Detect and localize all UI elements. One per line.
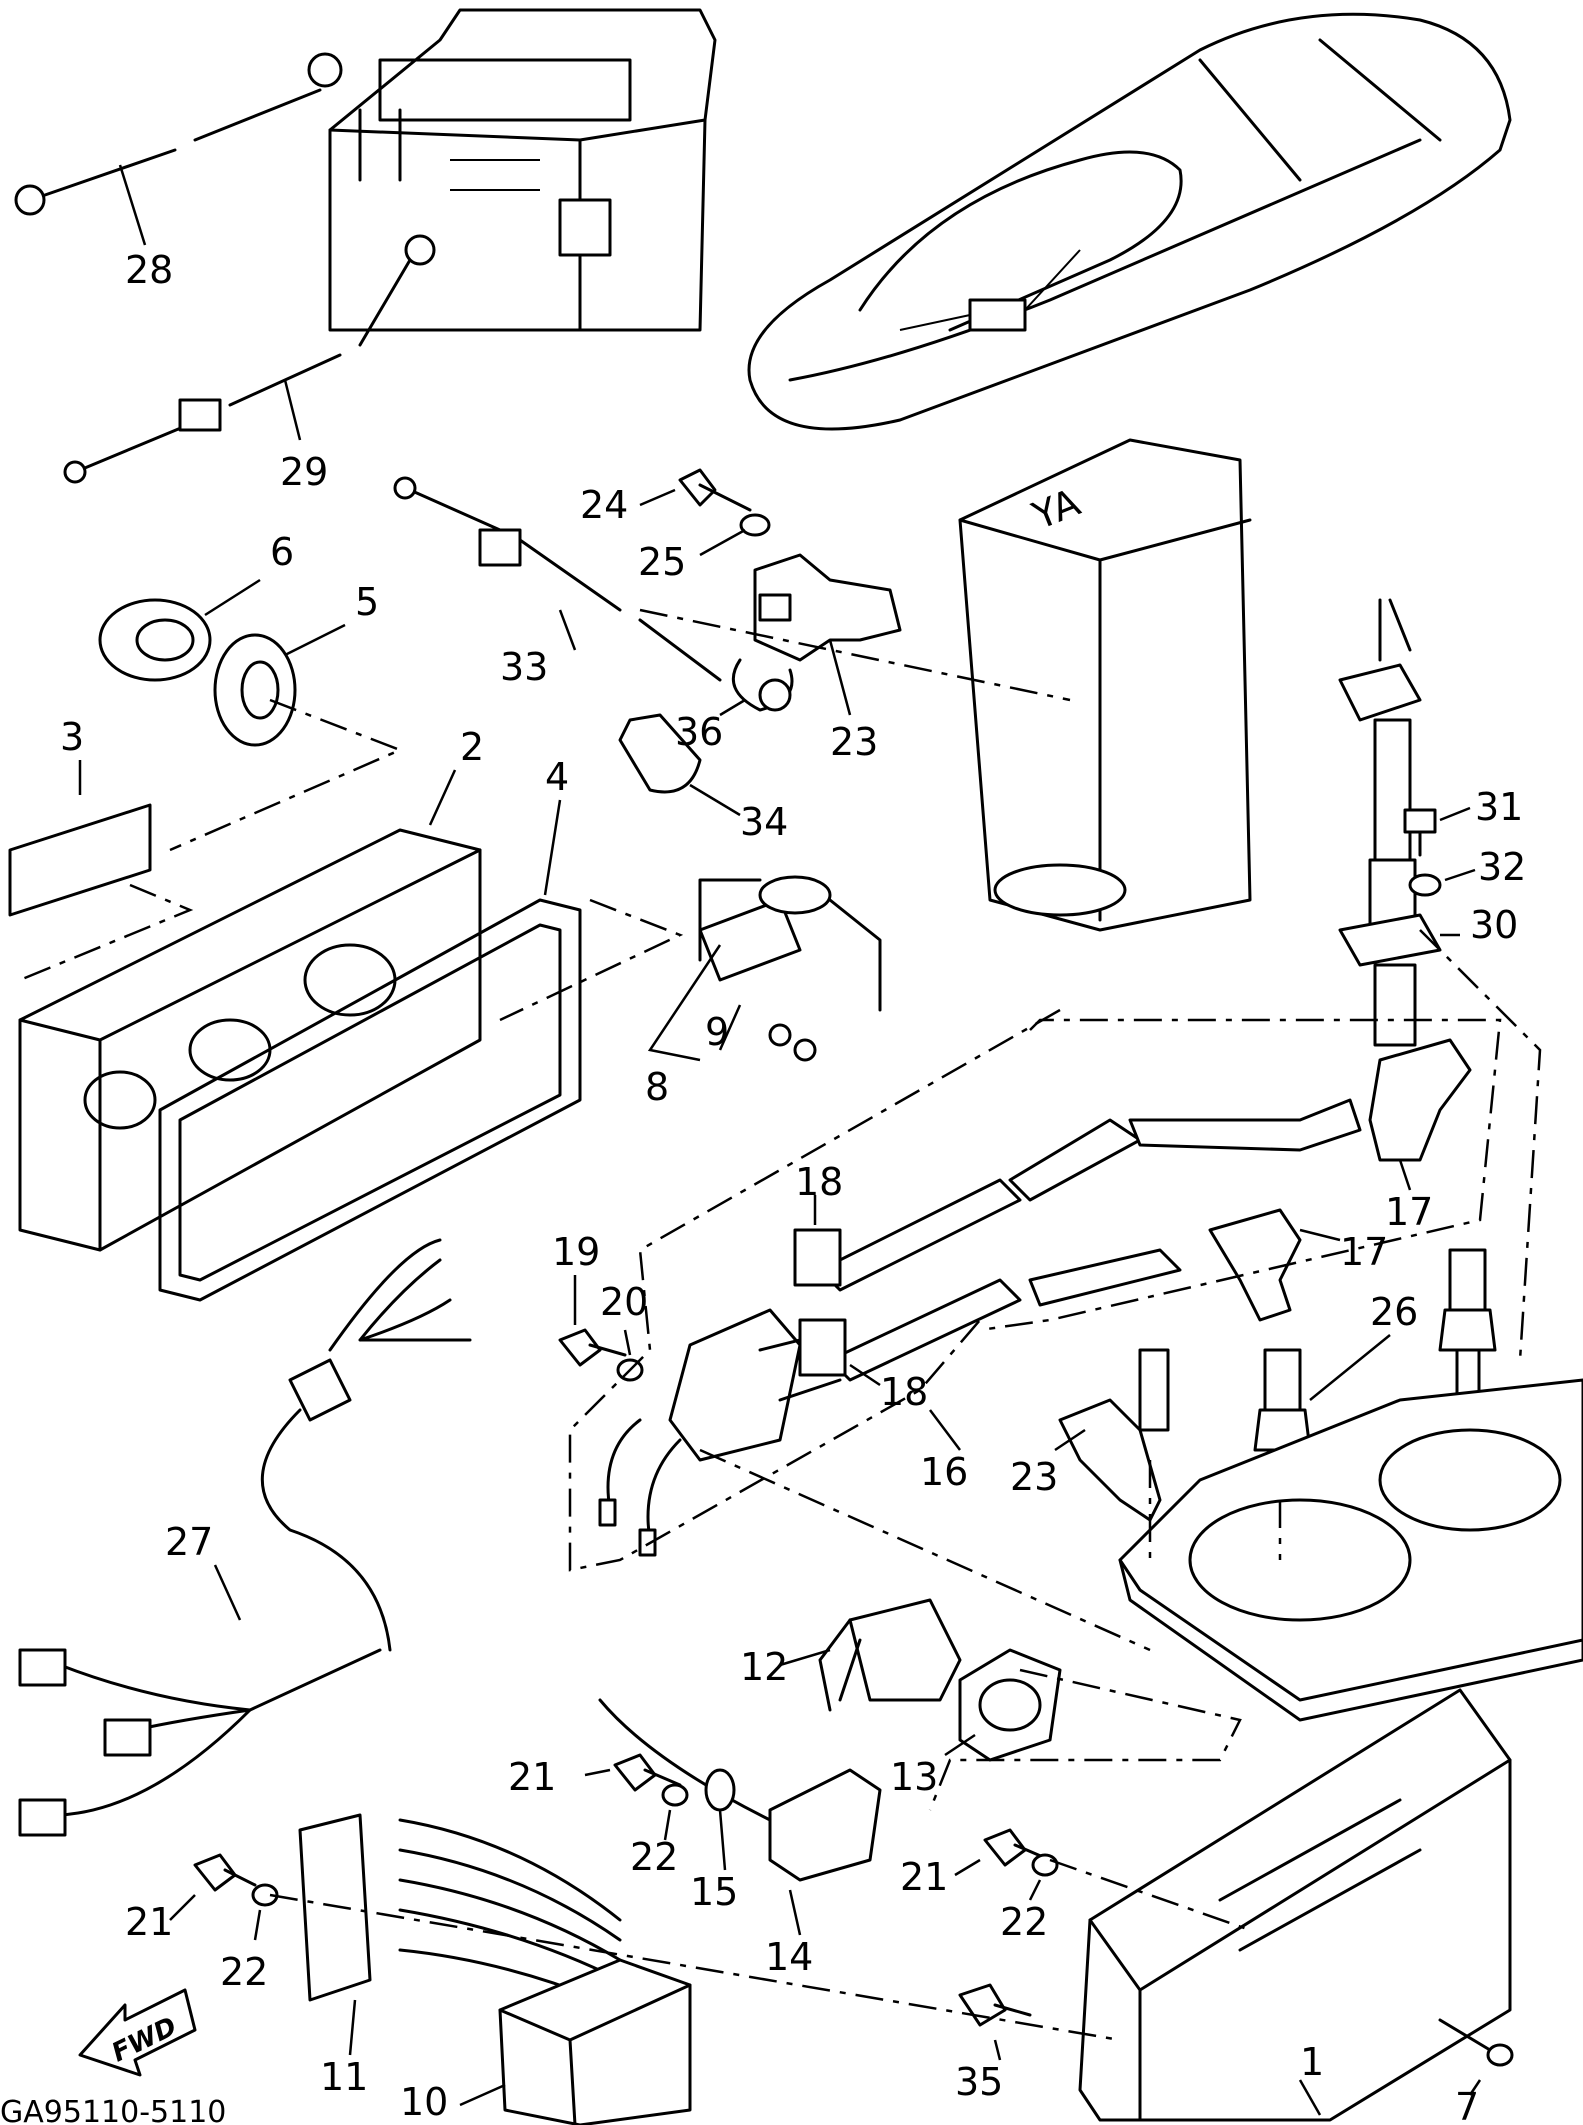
part-5-gasket [213,623,346,747]
part-27-wire-harness [18,1238,472,1837]
callout-23a: 23 [830,720,878,764]
part-19-bolt [558,1275,627,1367]
callout-18a: 18 [795,1160,843,1204]
callout-29: 29 [280,450,328,494]
callout-28: 28 [125,248,173,292]
callout-21b: 21 [900,1855,948,1899]
callout-32: 32 [1478,845,1526,889]
part-32-washer [1408,868,1476,897]
part-8-9-fuse-holder [647,875,882,1062]
watercraft-hull [747,12,1512,431]
part-15-clamp [704,1768,736,1871]
part-4-gasket [158,799,582,1302]
callout-9: 9 [705,1010,729,1054]
part-12-relay [779,1598,962,1712]
part-29-battery-cable [63,234,436,484]
callout-10: 10 [400,2080,448,2124]
callout-21c: 21 [125,1900,173,1944]
figure-code: GA95110-5110 [0,2095,226,2125]
part-21-bolt [169,1753,1052,1921]
part-17-plug-cap [1208,1038,1472,1322]
callout-20: 20 [600,1280,648,1324]
callout-25: 25 [638,540,686,584]
callout-3: 3 [60,715,84,759]
callout-22a: 22 [630,1835,678,1879]
callout-16: 16 [920,1450,968,1494]
part-18-clip [793,1195,881,1387]
callout-8: 8 [645,1065,669,1109]
callout-34: 34 [740,800,788,844]
cylinder-head [1118,1378,1583,1722]
callout-1: 1 [1300,2040,1324,2084]
part-34-clip-band [618,713,741,817]
callout-22b: 22 [1000,1900,1048,1944]
part-23-bracket-upper [753,553,902,716]
part-3-label [8,760,152,917]
callout-30: 30 [1470,903,1518,947]
callout-13: 13 [890,1755,938,1799]
callout-21a: 21 [508,1755,556,1799]
part-31-screw [1403,806,1471,857]
callout-36: 36 [675,710,723,754]
part-1-ecu-box [1078,1688,1512,2122]
part-7-screw [1438,2018,1514,2096]
part-10-cover [459,1958,692,2125]
part-2-cover [18,769,482,1252]
callout-31: 31 [1475,785,1523,829]
callout-23b: 23 [1010,1455,1058,1499]
callout-17a: 17 [1385,1190,1433,1234]
part-6-cap [98,578,261,682]
callout-27: 27 [165,1520,213,1564]
callout-labels: 1 2 3 4 5 6 7 8 9 10 11 12 13 14 15 16 1… [60,248,1526,2125]
callout-14: 14 [765,1935,813,1979]
hv-leads [818,1098,1362,1382]
part-33-wire-harness [393,476,722,682]
part-14-rectifier [598,1698,882,1936]
part-36-clamp [719,658,794,717]
battery [328,8,717,332]
engine-air-box: YA [958,438,1252,932]
callout-5: 5 [355,580,379,624]
callout-17b: 17 [1340,1230,1388,1274]
fwd-arrow: FWD [78,1988,197,2077]
part-24-bolt [639,468,752,512]
callout-18b: 18 [880,1370,928,1414]
callout-7: 7 [1455,2085,1479,2125]
callout-12: 12 [740,1645,788,1689]
callout-11: 11 [320,2055,368,2099]
callout-19: 19 [552,1230,600,1274]
callout-4: 4 [545,755,569,799]
assembly-reference-lines [19,608,1542,2042]
callout-26: 26 [1370,1290,1418,1334]
callout-15: 15 [690,1870,738,1914]
part-22-washer [251,1783,1059,1941]
callout-6: 6 [270,530,294,574]
callout-24: 24 [580,483,628,527]
callout-2: 2 [460,725,484,769]
callout-22c: 22 [220,1950,268,1994]
part-13-bracket [944,1648,1062,1762]
callout-35: 35 [955,2060,1003,2104]
part-16-ignition-coil [598,1308,961,1557]
callout-33: 33 [500,645,548,689]
part-25-washer [699,513,771,557]
part-28-battery-cable [14,52,343,246]
part-23-bracket-lower [1054,1348,1170,1522]
part-30-sensor-assembly [1338,598,1460,1047]
